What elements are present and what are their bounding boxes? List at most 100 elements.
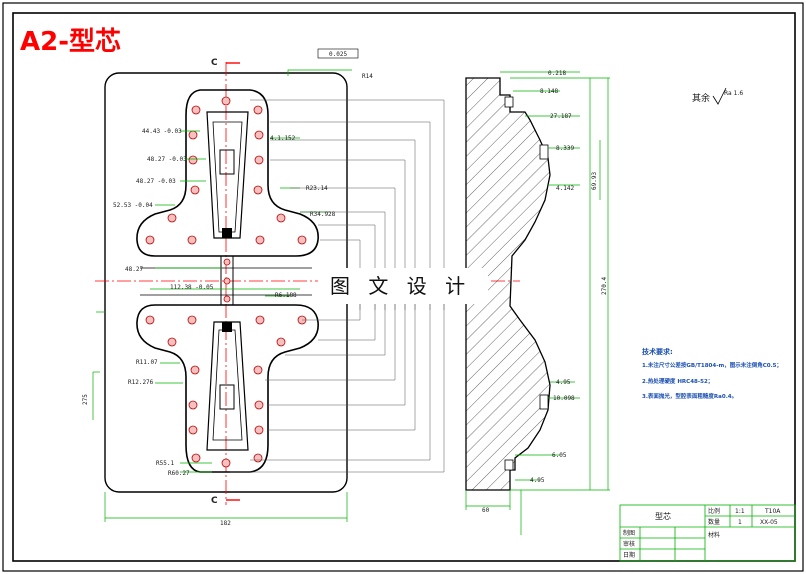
runner-holes [223,258,231,303]
dim-d1: 44.43 -0.03 [142,128,182,135]
upper-screw-holes [145,96,307,245]
dim-d6: 112.38 -0.05 [170,284,214,291]
dim-d5: 48.27 [125,266,143,273]
screw-hole [254,400,264,410]
screw-hole [188,130,198,140]
screw-hole [145,235,155,245]
front-view: C C [82,48,520,527]
dim-r11: R11.07 [136,359,158,366]
requirement-line: 2.热处理硬度 HRC48-52； [642,377,713,385]
tolerance-value: 0.025 [329,51,347,58]
runner-hole [223,295,231,303]
screw-hole [253,105,263,115]
qty-value: 1 [738,519,742,526]
dim-c1: 4.1.152 [270,135,296,142]
roughness-value: Ra 1.6 [724,90,743,97]
scale-value: 1:1 [735,508,745,515]
dim-t9: 4.95 [530,477,545,484]
screw-hole [254,425,264,435]
dim-height: 275 [82,394,89,405]
dim-r60: R60.27 [168,470,190,477]
dim-t6: 4.95 [556,379,571,386]
side-step-top [504,96,514,108]
screw-hole [253,185,263,195]
dim-r55: R55.1 [156,460,174,467]
dim-t1: 0.218 [548,70,566,77]
section-mark-top: C [211,58,218,68]
screw-hole [254,130,264,140]
screw-hole [187,235,197,245]
requirement-line: 1.未注尺寸公差按GB/T1804-m，图示未注倒角C0.5； [642,361,782,369]
lower-key [222,322,232,332]
part-name: 型芯 [655,511,671,521]
watermark-text: 图 文 设 计 [330,274,471,298]
screw-hole [253,453,263,463]
drawing-number: XX-05 [760,519,778,526]
material-label: 材料 [708,531,720,539]
dim-r12: R12.276 [128,379,154,386]
upper-core-cavity [206,111,249,239]
screw-hole [221,96,231,106]
screw-hole [255,315,265,325]
dim-d4: 52.53 -0.04 [113,202,153,209]
side-step-bottom [504,459,514,471]
drawing-title: A2-型芯 [20,27,121,57]
inner-frame [12,12,796,562]
screw-hole [145,315,155,325]
material-value: T10A [764,508,781,515]
runner-hole [223,258,231,266]
upper-core-cavity-inner [212,121,243,233]
dim-t2: 8.148 [540,88,558,95]
screw-hole [253,365,263,375]
screw-hole [254,155,264,165]
section-mark-bottom: C [211,496,218,506]
scale-label: 比例 [708,507,720,515]
runner-channel [220,255,234,306]
lower-screw-holes [145,315,307,468]
dim-r6: R6.188 [275,292,297,299]
side-notch-1 [539,144,549,160]
screw-hole [188,425,198,435]
dim-depth: 60 [482,507,490,514]
roughness-label: 其余 [692,92,710,104]
requirements-heading: 技术要求: [642,347,673,356]
dim-t5: 4.142 [556,185,574,192]
screw-hole [190,185,200,195]
upper-core-boss [136,89,319,257]
screw-hole [167,213,177,223]
screw-hole [276,213,286,223]
dim-width: 182 [220,520,231,527]
dim-d2: 48.27 -0.03 [147,156,187,163]
screw-hole [187,315,197,325]
qty-label: 数量 [708,518,720,526]
title-block [619,504,796,562]
upper-slot [219,149,235,175]
screw-hole [188,155,198,165]
side-notch-2 [539,394,549,410]
side-dimension-lines [465,71,610,535]
screw-hole [190,365,200,375]
dim-t7: 10.098 [553,395,575,402]
dim-r23: R23.14 [306,185,328,192]
screw-hole [297,235,307,245]
watermark-box [318,268,488,304]
dim-t4: 8.339 [556,145,574,152]
screw-hole [191,105,201,115]
runner-hole [223,277,231,285]
screw-hole [255,235,265,245]
screw-hole [188,400,198,410]
upper-key [222,228,232,238]
row-label-date: 日期 [623,551,635,559]
dim-r-corner: R14 [362,73,373,80]
side-profile [465,77,551,491]
screw-hole [276,337,286,347]
dim-total: 270.4 [601,277,608,295]
dim-d3: 48.27 -0.03 [136,178,176,185]
lower-slot [219,384,235,410]
dim-r34: R34.928 [310,211,336,218]
side-section-view: 0.218 8.148 27.187 8.339 4.142 4.95 10.0… [465,70,610,535]
row-label-check: 审核 [623,540,635,548]
screw-hole [167,337,177,347]
